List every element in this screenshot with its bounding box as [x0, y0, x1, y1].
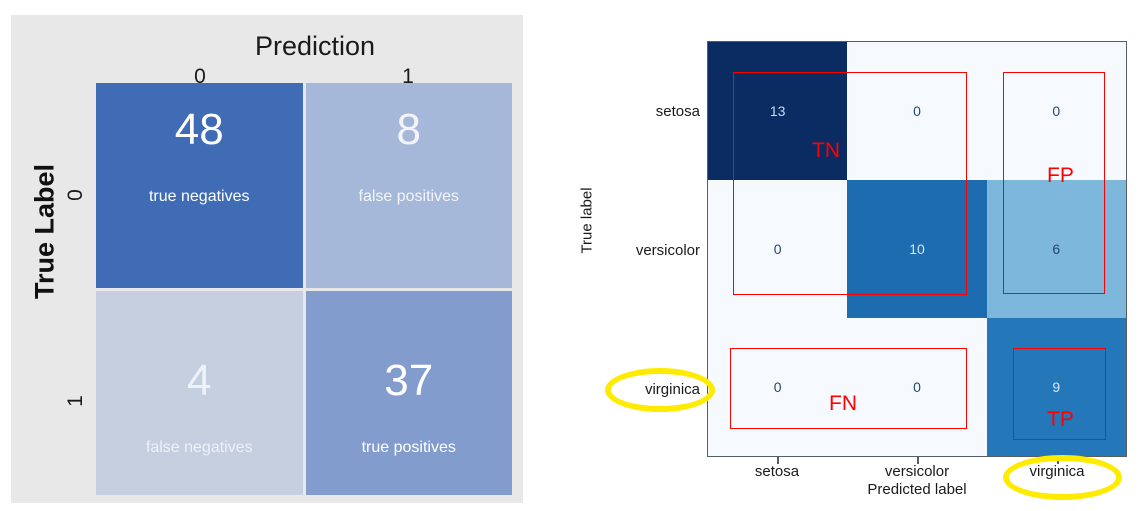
heatmap-xtick-mark-versicolor: [917, 457, 919, 464]
heatmap-value: 13: [769, 103, 786, 119]
heatmap-cell-versicolor-virginica: 6: [986, 180, 1126, 318]
matrix-cell-false-negatives: 4 false negatives: [96, 290, 303, 495]
cell-label-true-negatives: true negatives: [148, 188, 250, 205]
true-label-axis-title: True Label: [29, 163, 60, 300]
heatmap-cell-virginica-setosa: 0: [708, 318, 848, 456]
matrix-cell-true-negatives: 48 true negatives: [96, 83, 303, 288]
heatmap-cell-versicolor-versicolor: 10: [847, 180, 987, 318]
heatmap-cell-setosa-versicolor: 0: [847, 42, 987, 180]
heatmap-cell-virginica-versicolor: 0: [847, 318, 987, 456]
heatmap-cell-virginica-virginica: 9: [986, 318, 1126, 456]
heatmap-value: 0: [913, 379, 921, 395]
true-label-row-label-1: 1: [64, 395, 87, 407]
cell-label-false-negatives: false negatives: [145, 438, 253, 456]
binary-confusion-matrix-panel: Prediction 0 1 True Label 0 1 48 true ne…: [11, 15, 523, 503]
cell-value-true-positives: 37: [384, 355, 434, 405]
confusion-matrix-grid: 48 true negatives 8 false positives 4 fa…: [96, 83, 512, 495]
matrix-cell-false-positives: 8 false positives: [305, 83, 512, 288]
iris-confusion-matrix-panel: True label setosa versicolor virginica 1…: [560, 0, 1140, 511]
cell-value-false-negatives: 4: [187, 355, 212, 405]
annotation-label-tn: TN: [812, 139, 840, 162]
matrix-cell-true-positives: 37 true positives: [305, 290, 512, 495]
annotation-label-tp: TP: [1047, 408, 1074, 431]
heatmap-grid: 13 0 0 0 10 6 0 0 9: [707, 41, 1127, 457]
heatmap-xtick-setosa: setosa: [754, 463, 800, 480]
heatmap-cell-setosa-setosa: 13: [708, 42, 848, 180]
heatmap-value: 0: [1052, 103, 1061, 119]
heatmap-xtick-mark-setosa: [777, 457, 779, 464]
heatmap-y-axis-title: True label: [578, 187, 596, 254]
prediction-col-label-0: 0: [194, 65, 206, 88]
cell-value-true-negatives: 48: [174, 105, 224, 154]
heatmap-value: 0: [773, 379, 782, 395]
heatmap-xtick-versicolor: versicolor: [884, 463, 950, 480]
prediction-col-label-1: 1: [402, 65, 414, 88]
true-label-row-label-0: 0: [64, 189, 87, 201]
cell-value-false-positives: 8: [396, 105, 421, 154]
heatmap-ytick-setosa: setosa: [655, 103, 700, 120]
heatmap-value: 6: [1052, 241, 1061, 257]
annotation-label-fn: FN: [829, 392, 857, 415]
heatmap-ytick-versicolor: versicolor: [635, 242, 700, 259]
heatmap-x-axis-title: Predicted label: [867, 481, 967, 498]
heatmap-value: 0: [913, 103, 921, 119]
annotation-label-fp: FP: [1047, 164, 1074, 187]
heatmap-value: 0: [773, 241, 782, 257]
heatmap-cell-setosa-virginica: 0: [986, 42, 1126, 180]
prediction-axis-title: Prediction: [254, 31, 376, 61]
heatmap-value: 9: [1052, 379, 1061, 395]
cell-label-false-positives: false positives: [358, 188, 460, 205]
cell-label-true-positives: true positives: [361, 438, 456, 456]
heatmap-cell-versicolor-setosa: 0: [708, 180, 848, 318]
highlight-ellipse-xtick-virginica: [1003, 455, 1122, 500]
heatmap-value: 10: [909, 241, 925, 257]
highlight-ellipse-ytick-virginica: [605, 368, 715, 412]
